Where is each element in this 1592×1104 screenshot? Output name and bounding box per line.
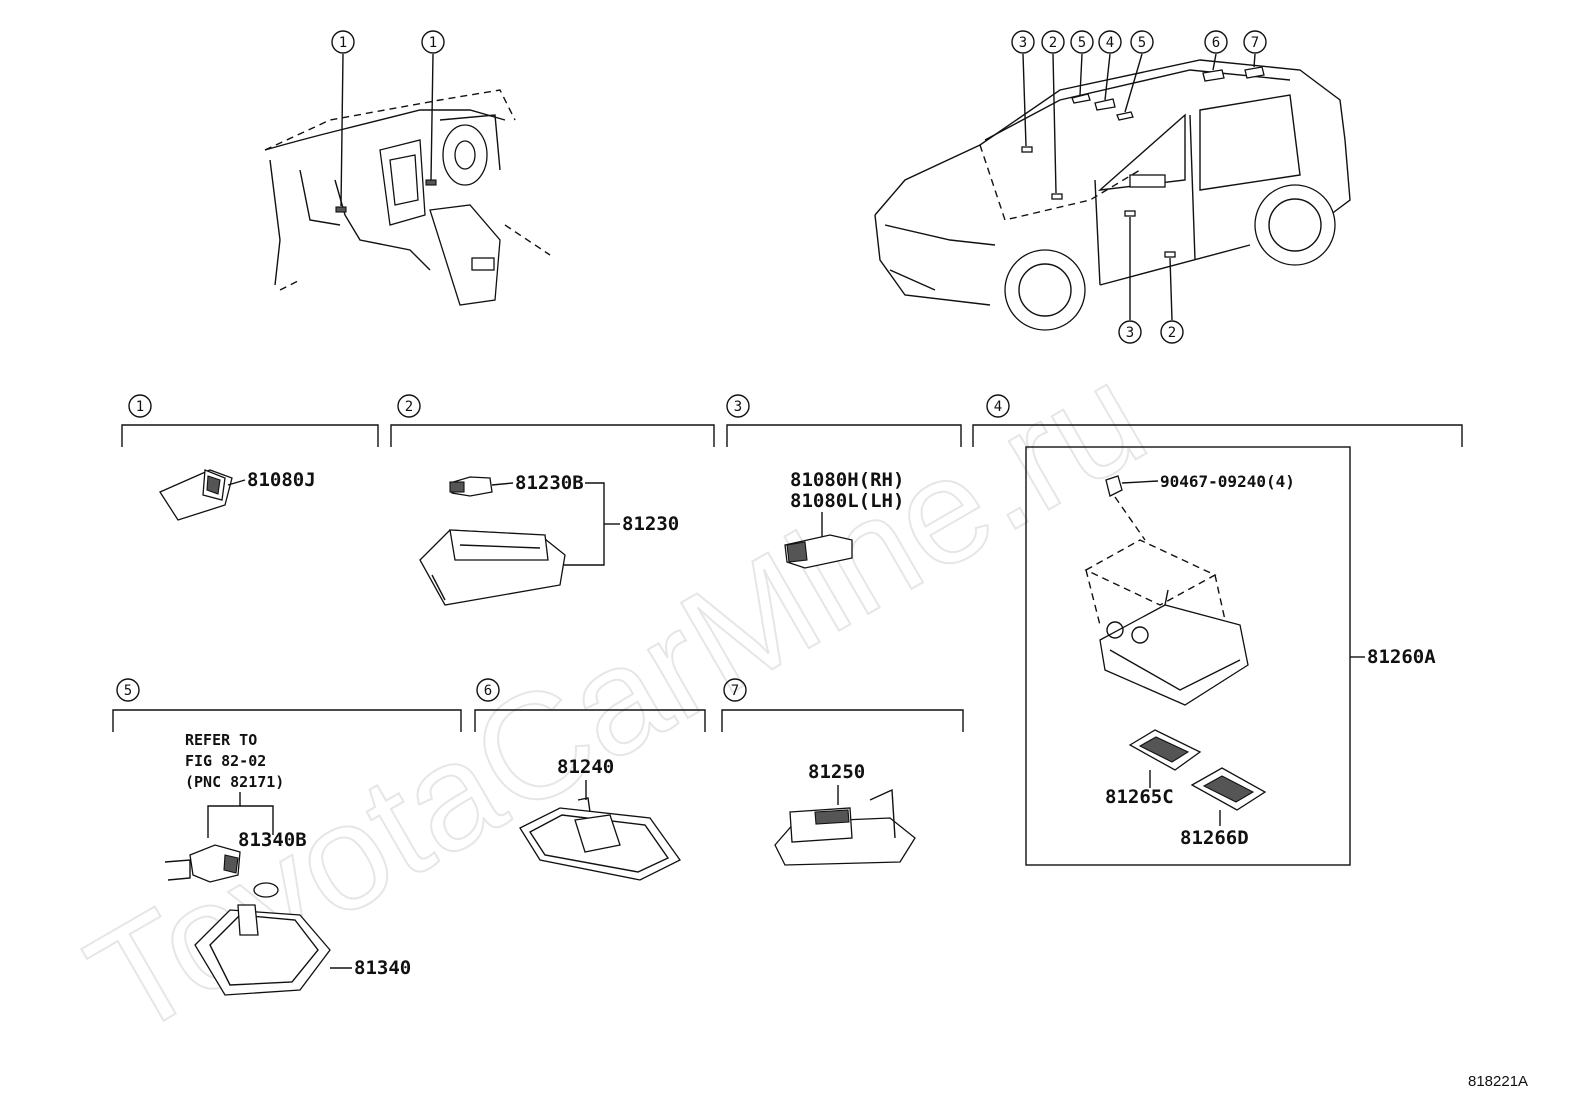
- part-90467-09240: 90467-09240(4): [1105, 472, 1295, 541]
- group-1-callout: 1: [136, 399, 144, 415]
- label-81230: 81230: [622, 513, 679, 535]
- svg-text:5: 5: [1078, 35, 1086, 51]
- part-81265C: 81265C: [1105, 729, 1202, 808]
- label-81230B: 81230B: [515, 472, 584, 494]
- group-4: 4: [972, 394, 1463, 866]
- label-81080J: 81080J: [247, 469, 316, 491]
- group-3-callout: 3: [734, 399, 742, 415]
- part-81340B: 81340B: [164, 829, 307, 898]
- svg-text:2: 2: [1049, 35, 1057, 51]
- dashboard-callouts: 1 1: [331, 30, 445, 207]
- group-1: 1: [121, 394, 379, 447]
- refer-note-line-1: REFER TO: [185, 731, 257, 749]
- label-81340B: 81340B: [238, 829, 307, 851]
- group-2-callout: 2: [405, 399, 413, 415]
- label-81266D: 81266D: [1180, 827, 1249, 849]
- svg-text:3: 3: [1126, 325, 1134, 341]
- part-81266D: 81266D: [1180, 767, 1267, 849]
- group-6: 6: [474, 678, 706, 732]
- svg-text:1: 1: [339, 35, 347, 51]
- group-7-callout: 7: [731, 683, 739, 699]
- svg-text:2: 2: [1168, 325, 1176, 341]
- part-81240: 81240: [519, 756, 681, 881]
- refer-note: REFER TO FIG 82-02 (PNC 82171): [185, 731, 284, 838]
- svg-text:7: 7: [1251, 35, 1259, 51]
- label-81240: 81240: [557, 756, 614, 778]
- part-81260A: 81260A: [1084, 539, 1436, 706]
- group-5-callout: 5: [124, 683, 132, 699]
- part-81080J: 81080J: [159, 469, 316, 521]
- vehicle-callouts: 3 2 5 4 5 6 7 3 2: [1011, 30, 1267, 344]
- part-81250: 81250: [774, 761, 916, 866]
- group-5: 5: [112, 678, 462, 732]
- group-4-callout: 4: [994, 399, 1002, 415]
- group-3: 3: [726, 394, 962, 447]
- part-81230B: 81230B 81230: [449, 472, 679, 566]
- part-81230: [419, 529, 566, 606]
- vehicle-illustration: [874, 59, 1351, 331]
- svg-text:5: 5: [1138, 35, 1146, 51]
- svg-text:6: 6: [1212, 35, 1220, 51]
- refer-note-line-2: FIG 82-02: [185, 752, 266, 770]
- label-81250: 81250: [808, 761, 865, 783]
- label-81080H: 81080H(RH): [790, 469, 904, 491]
- dashboard-illustration: [264, 89, 551, 306]
- group-2: 2: [390, 394, 715, 447]
- group-7: 7: [721, 678, 964, 732]
- label-81340: 81340: [354, 957, 411, 979]
- svg-text:3: 3: [1019, 35, 1027, 51]
- label-81260A: 81260A: [1367, 646, 1436, 668]
- label-90467: 90467-09240(4): [1160, 472, 1295, 491]
- figure-id: 818221A: [1468, 1073, 1528, 1090]
- label-81265C: 81265C: [1105, 786, 1174, 808]
- label-81080L: 81080L(LH): [790, 490, 904, 512]
- part-81340: 81340: [194, 904, 411, 996]
- svg-text:1: 1: [429, 35, 437, 51]
- svg-text:4: 4: [1106, 35, 1114, 51]
- group-6-callout: 6: [484, 683, 492, 699]
- part-81080HL: 81080H(RH) 81080L(LH): [784, 469, 904, 569]
- refer-note-line-3: (PNC 82171): [185, 773, 284, 791]
